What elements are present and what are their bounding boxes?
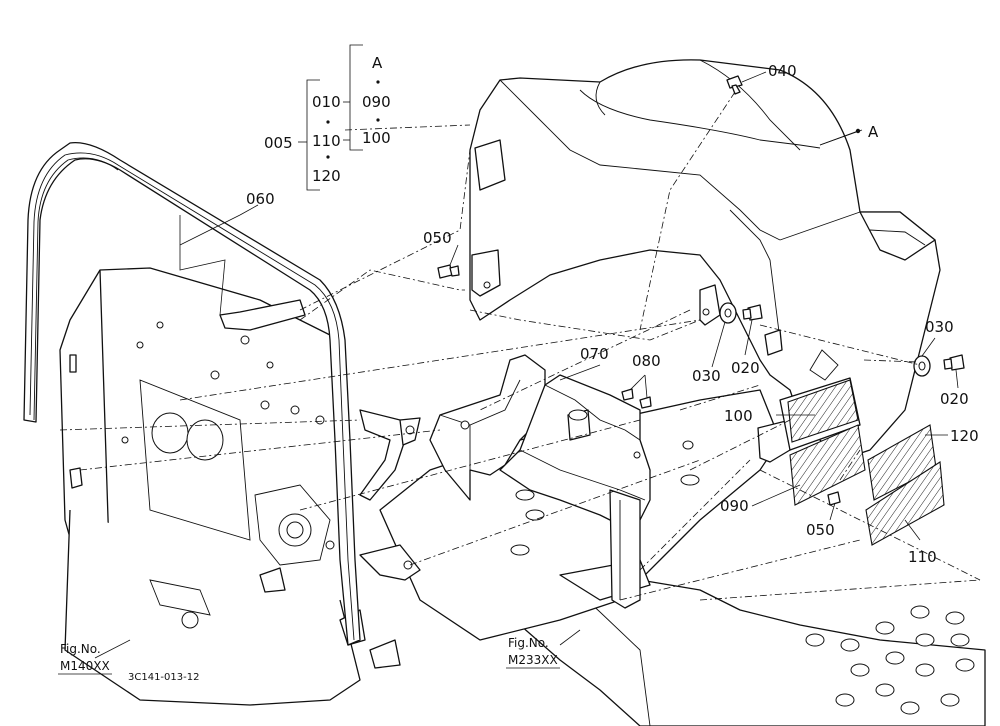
callout-020-left: 020: [731, 359, 760, 377]
decal-100: [787, 379, 859, 443]
frame-seal-060: [23, 141, 361, 646]
bolt-040: [726, 75, 743, 95]
fig-ref-left-title: Fig.No.: [60, 642, 101, 656]
main-fender: [469, 59, 941, 461]
callout-110: 110: [312, 132, 341, 150]
figure-reference-left: Fig.No. M140XX: [58, 642, 112, 675]
callout-120-group: 120: [312, 167, 341, 185]
bolts-080: [621, 388, 652, 409]
side-cover-070: [429, 354, 651, 609]
callout-005: 005: [264, 134, 293, 152]
callout-090-group: 090: [362, 93, 391, 111]
callout-050-bottom: 050: [806, 521, 835, 539]
callout-a-marker: A: [868, 123, 879, 141]
floor-plate: [479, 574, 986, 726]
assembly-lines: [59, 91, 981, 601]
bolt-050-bottom: [827, 491, 841, 506]
callout-010: 010: [312, 93, 341, 111]
callout-120: 120: [950, 427, 979, 445]
fig-ref-center-code: M233XX: [508, 653, 558, 667]
callout-100-group: 100: [362, 129, 391, 147]
floor-holes: [805, 605, 975, 715]
callout-030-right: 030: [925, 318, 954, 336]
callout-040: 040: [768, 62, 797, 80]
callout-090: 090: [720, 497, 749, 515]
fig-ref-center-title: Fig.No.: [508, 636, 549, 650]
callout-070: 070: [580, 345, 609, 363]
callout-020-right: 020: [940, 390, 969, 408]
bolt-020-right: [943, 354, 965, 371]
callout-a-group: A: [372, 54, 383, 72]
bolt-020-left: [742, 304, 763, 321]
group-brackets: [298, 44, 380, 191]
callout-080: 080: [632, 352, 661, 370]
figure-reference-center: Fig.No. M233XX: [506, 636, 560, 669]
callout-060: 060: [246, 190, 275, 208]
drawing-code: 3C141-013-12: [128, 672, 199, 683]
bolt-050-top: [437, 264, 460, 279]
washer-030-right: [913, 355, 931, 377]
callout-labels: 005 010 110 120 A 090 100 060 040 A 050 …: [246, 54, 979, 566]
callout-110-bottom: 110: [908, 548, 937, 566]
front-panel: [59, 267, 361, 706]
callout-050-top: 050: [423, 229, 452, 247]
washer-030-left: [719, 302, 737, 324]
callout-030-left: 030: [692, 367, 721, 385]
callout-100: 100: [724, 407, 753, 425]
decal-110: [865, 461, 945, 546]
fig-ref-left-code: M140XX: [60, 659, 110, 673]
